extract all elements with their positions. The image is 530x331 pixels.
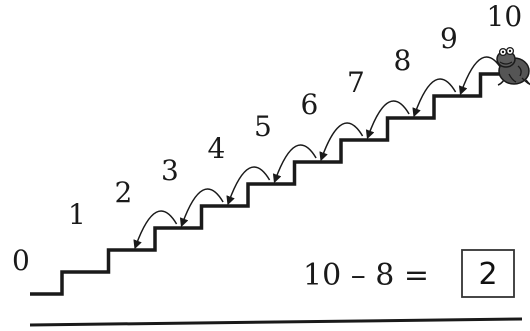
step-number-9: 9 — [440, 22, 458, 55]
step-number-8: 8 — [394, 44, 412, 77]
step-number-6: 6 — [301, 88, 319, 121]
step-number-10: 10 — [487, 0, 523, 33]
step-number-2: 2 — [115, 176, 133, 209]
step-number-3: 3 — [161, 154, 179, 187]
equation-expression: 10 – 8 = — [303, 258, 429, 293]
step-number-1: 1 — [68, 198, 86, 231]
step-number-0: 0 — [12, 244, 30, 277]
step-number-7: 7 — [347, 66, 365, 99]
step-number-5: 5 — [254, 110, 272, 143]
answer-value: 2 — [478, 257, 497, 292]
staircase — [30, 74, 527, 294]
hop-arrows — [136, 57, 502, 245]
step-number-4: 4 — [208, 132, 226, 165]
frog-icon — [497, 48, 530, 85]
ground-line — [30, 319, 522, 325]
